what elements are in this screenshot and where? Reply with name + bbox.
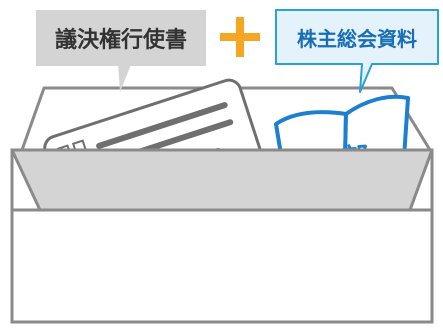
envelope-crease-left xyxy=(10,149,42,211)
meeting-materials-label: 株主総会資料 xyxy=(297,27,417,51)
envelope-front xyxy=(10,148,434,324)
voting-card-callout-tail xyxy=(118,62,132,92)
envelope-pocket-shade xyxy=(12,150,432,210)
envelope-crease-right xyxy=(408,149,434,211)
voting-card-callout-box xyxy=(36,10,206,66)
envelope-lower-panel xyxy=(10,208,434,324)
meeting-materials-callout-shape xyxy=(275,9,439,93)
plus-vertical xyxy=(236,17,244,57)
voting-card-label: 議決権行使書 xyxy=(55,27,187,53)
voting-card-line xyxy=(96,102,228,149)
voting-card-callout: 議決権行使書 xyxy=(36,10,206,92)
meeting-materials-callout: 株主総会資料 xyxy=(275,9,439,93)
plus-sign-icon: + xyxy=(220,17,260,57)
